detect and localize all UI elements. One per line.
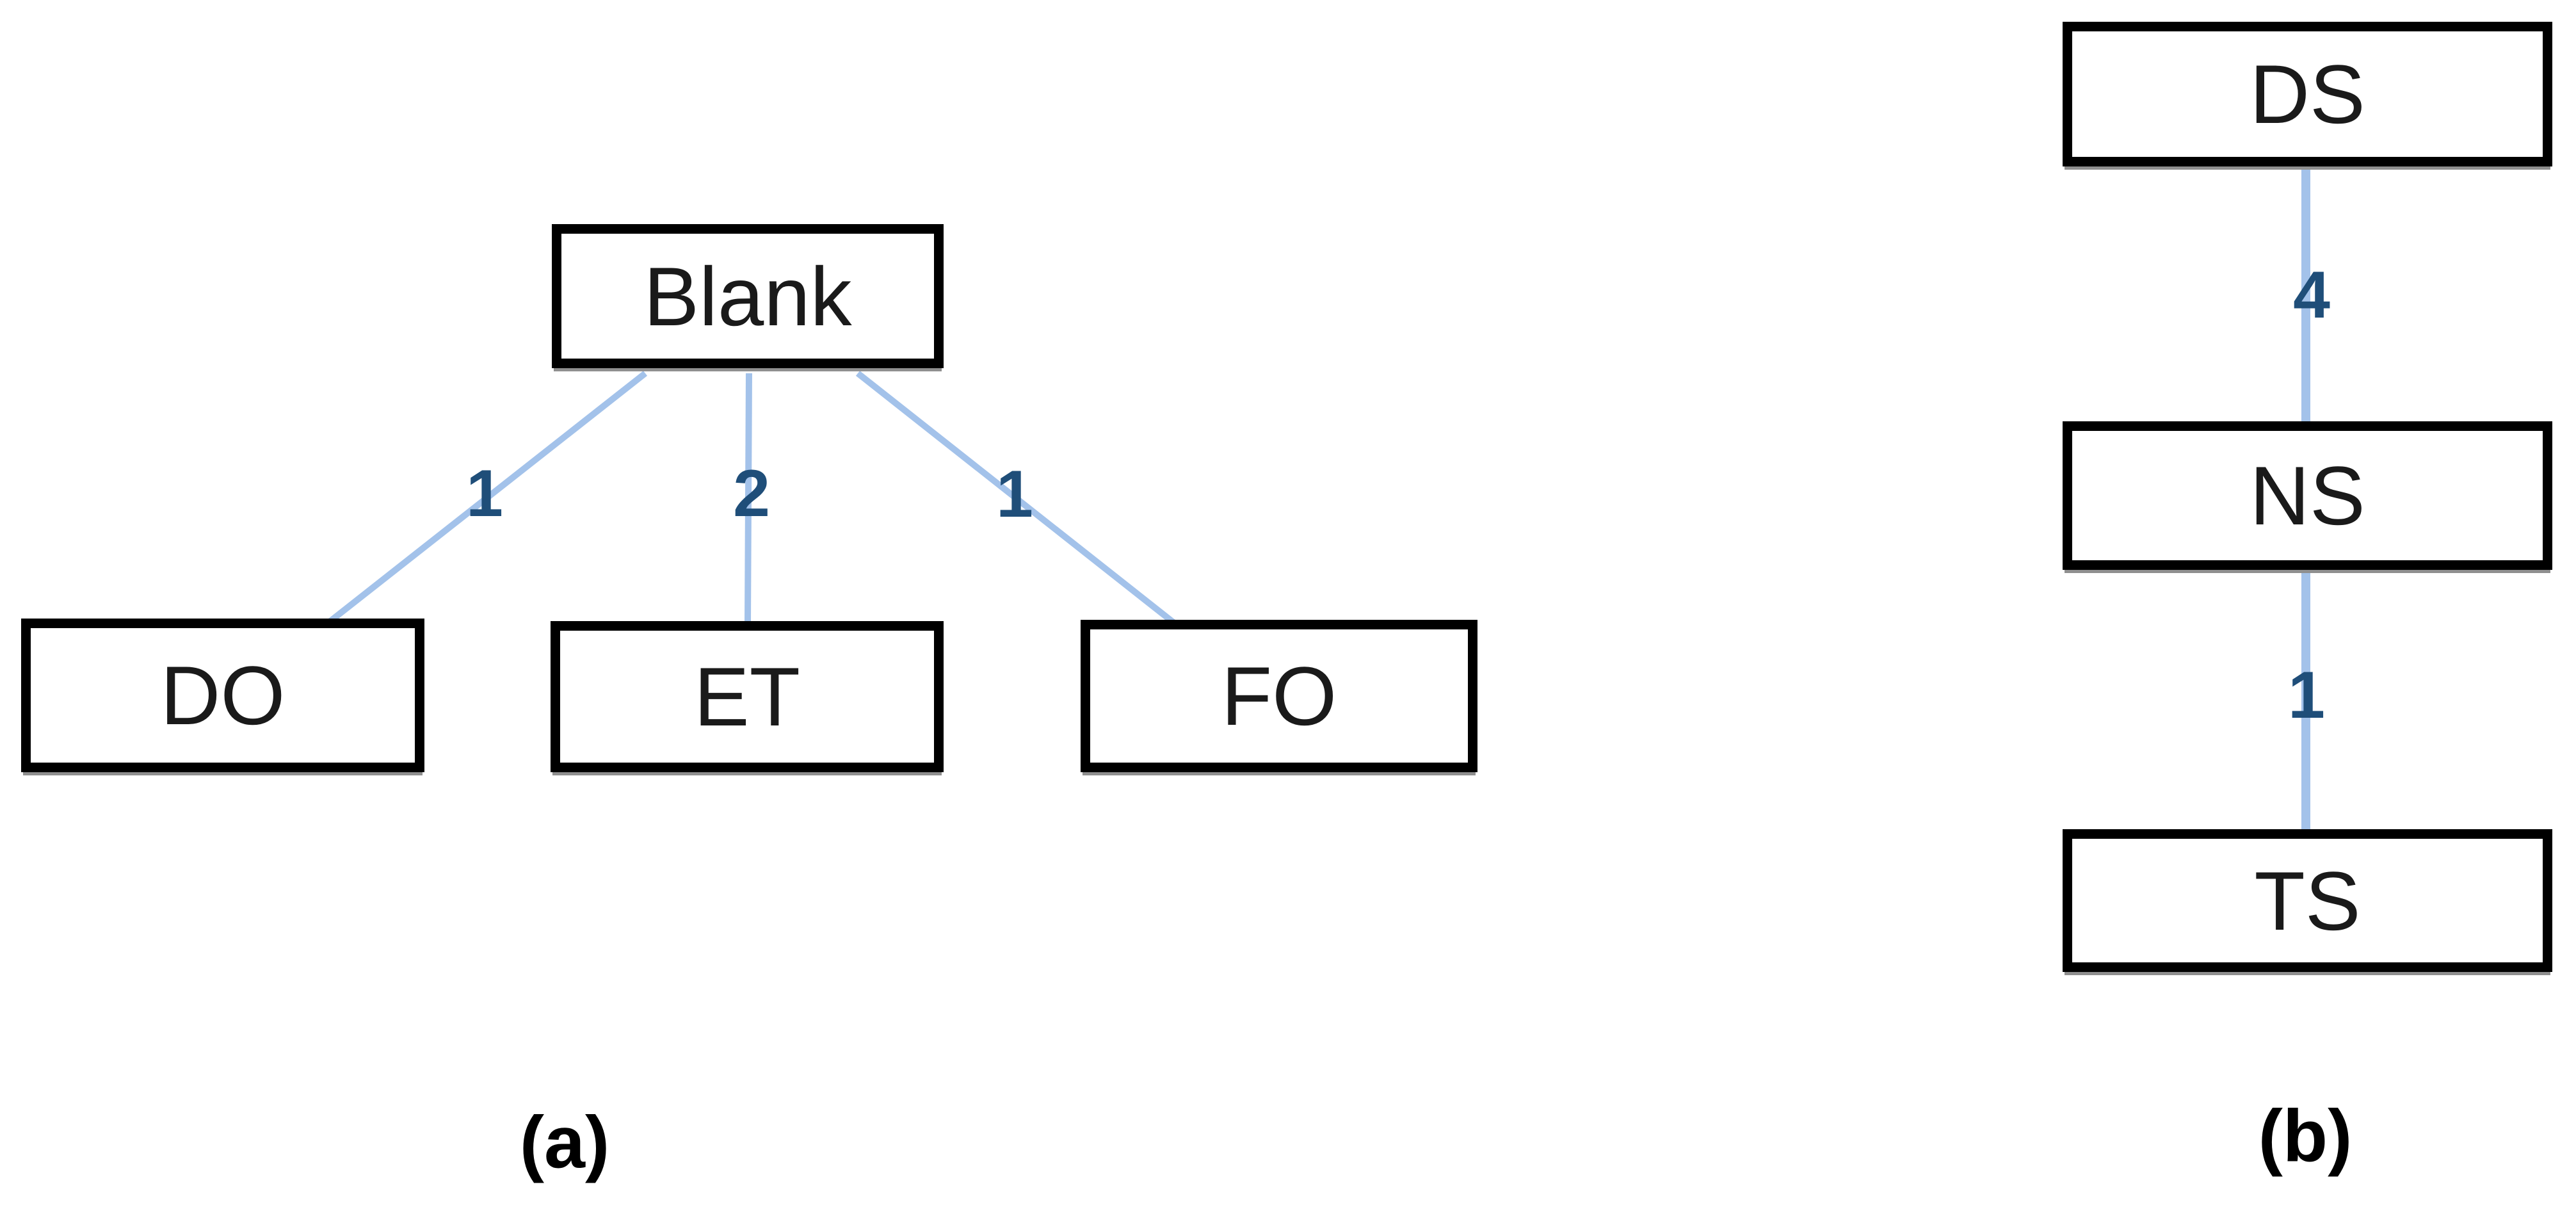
edge-label-blank-fo: 1: [996, 457, 1033, 531]
node-ns-label: NS: [2250, 449, 2365, 542]
edge-label-ns-ts: 1: [2288, 658, 2325, 732]
node-do: DO: [21, 619, 424, 772]
node-et-label: ET: [693, 650, 801, 743]
node-ts-label: TS: [2254, 854, 2361, 948]
edge-label-ds-ns: 4: [2293, 258, 2330, 332]
node-do-label: DO: [160, 649, 286, 742]
edge-label-blank-et: 2: [733, 457, 770, 531]
node-ds: DS: [2063, 22, 2552, 166]
node-et: ET: [551, 621, 944, 772]
edge-line-blank-et: [745, 373, 752, 624]
panel-caption-a: (a): [519, 1101, 610, 1184]
node-ds-label: DS: [2250, 47, 2365, 141]
node-blank: Blank: [552, 224, 944, 368]
edge-line-blank-do: [328, 371, 648, 624]
node-blank-label: Blank: [643, 249, 852, 343]
panel-caption-b: (b): [2258, 1095, 2353, 1178]
edge-line-blank-fo: [855, 371, 1176, 625]
node-ts: TS: [2063, 829, 2552, 972]
node-ns: NS: [2063, 421, 2552, 570]
node-fo-label: FO: [1221, 649, 1337, 743]
edge-label-blank-do: 1: [466, 457, 503, 531]
node-fo: FO: [1081, 620, 1477, 772]
